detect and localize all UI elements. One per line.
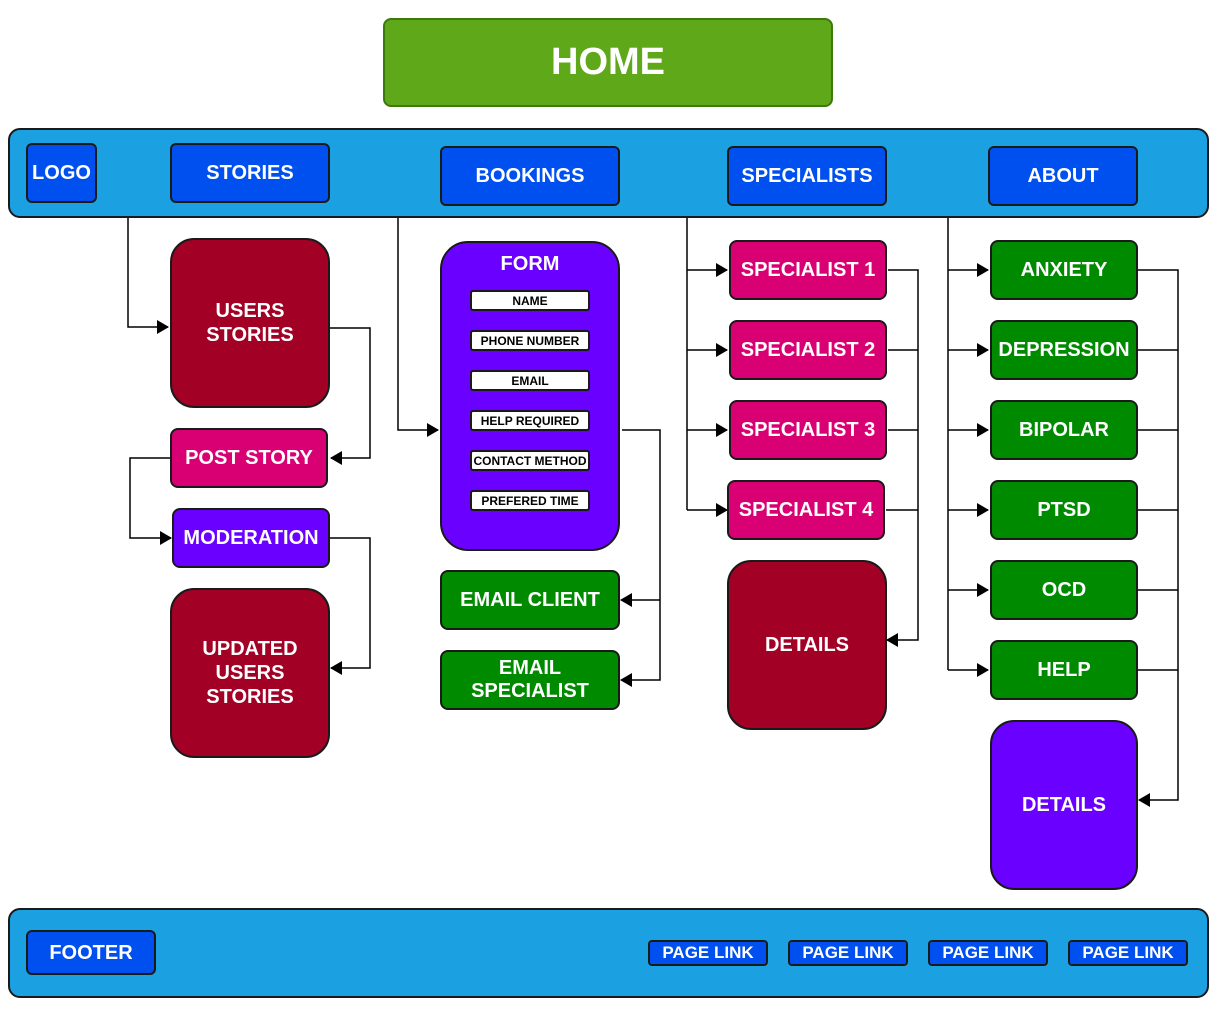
ocd-label: OCD (1041, 579, 1087, 601)
updated-users-stories-node[interactable]: UPDATED USERS STORIES (170, 588, 330, 758)
updated-stories-line1: UPDATED (202, 638, 298, 660)
anxiety-node[interactable]: ANXIETY (990, 240, 1138, 300)
nav-stories-label: STORIES (206, 162, 294, 184)
page-link-2[interactable]: PAGE LINK (788, 940, 908, 966)
specialist-3-node[interactable]: SPECIALIST 3 (729, 400, 887, 460)
users-stories-line1: USERS (215, 300, 285, 322)
ocd-node[interactable]: OCD (990, 560, 1138, 620)
phone-number-field[interactable]: PHONE NUMBER (470, 330, 590, 351)
nav-about-label: ABOUT (1027, 165, 1099, 187)
post-story-label: POST STORY (185, 447, 313, 469)
logo-node[interactable]: LOGO (26, 143, 97, 203)
specialist-2-label: SPECIALIST 2 (740, 339, 876, 361)
nav-stories[interactable]: STORIES (170, 143, 330, 203)
specialist-3-label: SPECIALIST 3 (740, 419, 876, 441)
users-stories-line2: STORIES (206, 324, 294, 346)
nav-specialists-label: SPECIALISTS (741, 165, 873, 187)
name-field[interactable]: NAME (470, 290, 590, 311)
email-client-node[interactable]: EMAIL CLIENT (440, 570, 620, 630)
depression-node[interactable]: DEPRESSION (990, 320, 1138, 380)
logo-label: LOGO (32, 162, 91, 184)
specialist-4-label: SPECIALIST 4 (738, 499, 874, 521)
email-specialist-line2: SPECIALIST (471, 680, 589, 702)
email-client-label: EMAIL CLIENT (460, 589, 600, 611)
ptsd-node[interactable]: PTSD (990, 480, 1138, 540)
home-label: HOME (551, 40, 665, 83)
form-title: FORM (500, 253, 560, 275)
nav-about[interactable]: ABOUT (988, 146, 1138, 206)
email-specialist-node[interactable]: EMAIL SPECIALIST (440, 650, 620, 710)
moderation-label: MODERATION (183, 527, 319, 549)
about-details-node[interactable]: DETAILS (990, 720, 1138, 890)
footer-label: FOOTER (49, 941, 133, 964)
about-details-label: DETAILS (1021, 794, 1107, 816)
home-node[interactable]: HOME (383, 18, 833, 107)
page-link-4-label: PAGE LINK (1082, 942, 1174, 962)
page-link-1[interactable]: PAGE LINK (648, 940, 768, 966)
nav-specialists[interactable]: SPECIALISTS (727, 146, 887, 206)
preferred-time-field[interactable]: PREFERED TIME (470, 490, 590, 511)
name-field-label: NAME (512, 293, 548, 308)
page-link-2-label: PAGE LINK (802, 942, 894, 962)
depression-label: DEPRESSION (998, 339, 1130, 361)
contact-method-field[interactable]: CONTACT METHOD (470, 450, 590, 471)
updated-stories-line3: STORIES (206, 686, 294, 708)
preferred-time-field-label: PREFERED TIME (481, 493, 579, 508)
specialist-2-node[interactable]: SPECIALIST 2 (729, 320, 887, 380)
page-link-3[interactable]: PAGE LINK (928, 940, 1048, 966)
email-specialist-line1: EMAIL (498, 657, 562, 679)
help-required-field[interactable]: HELP REQUIRED (470, 410, 590, 431)
email-field[interactable]: EMAIL (470, 370, 590, 391)
page-link-1-label: PAGE LINK (662, 942, 754, 962)
bipolar-label: BIPOLAR (1019, 419, 1109, 441)
specialist-4-node[interactable]: SPECIALIST 4 (727, 480, 885, 540)
page-link-4[interactable]: PAGE LINK (1068, 940, 1188, 966)
email-field-label: EMAIL (511, 373, 549, 388)
help-label: HELP (1037, 659, 1091, 681)
nav-bookings[interactable]: BOOKINGS (440, 146, 620, 206)
specialist-1-label: SPECIALIST 1 (740, 259, 876, 281)
help-required-field-label: HELP REQUIRED (480, 413, 580, 428)
contact-method-field-label: CONTACT METHOD (473, 453, 587, 468)
bipolar-node[interactable]: BIPOLAR (990, 400, 1138, 460)
specialist-details-label: DETAILS (764, 634, 850, 656)
specialist-details-node[interactable]: DETAILS (727, 560, 887, 730)
ptsd-label: PTSD (1037, 499, 1091, 521)
anxiety-label: ANXIETY (1020, 259, 1108, 281)
help-node[interactable]: HELP (990, 640, 1138, 700)
specialist-1-node[interactable]: SPECIALIST 1 (729, 240, 887, 300)
updated-stories-line2: USERS (215, 662, 285, 684)
phone-number-field-label: PHONE NUMBER (480, 333, 580, 348)
footer-node[interactable]: FOOTER (26, 930, 156, 975)
post-story-node[interactable]: POST STORY (170, 428, 328, 488)
users-stories-node[interactable]: USERS STORIES (170, 238, 330, 408)
page-link-3-label: PAGE LINK (942, 942, 1034, 962)
nav-bookings-label: BOOKINGS (475, 165, 585, 187)
moderation-node[interactable]: MODERATION (172, 508, 330, 568)
